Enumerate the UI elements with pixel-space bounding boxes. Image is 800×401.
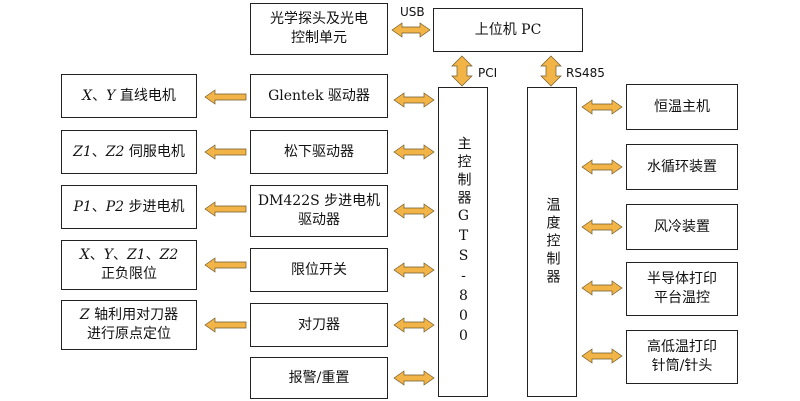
thermostat-label: 恒温主机 [654, 98, 710, 115]
high-low-arrow [581, 348, 623, 364]
sep: 、 [92, 87, 107, 104]
alarm-reset-box: 报警/重置 [250, 357, 388, 399]
alarm-reset-label: 报警/重置 [288, 369, 350, 386]
dm422s-arrow [393, 203, 435, 219]
tool-setter-box: 对刀器 [250, 303, 388, 347]
usb-label: USB [400, 5, 425, 19]
temp-controller-box: 温度控制器 [527, 87, 577, 397]
var-z2: Z2 [105, 143, 125, 160]
limit-text: 正负限位 [101, 266, 157, 282]
panasonic-driver-box: 松下驱动器 [250, 130, 388, 174]
panasonic-driver-label: 松下驱动器 [284, 143, 354, 160]
panasonic-arrow [393, 144, 435, 160]
glentek-driver-box: Glentek 驱动器 [250, 74, 388, 118]
limit-switch-arrow [393, 262, 435, 278]
limit-arrow [204, 257, 247, 273]
air-cooling-box: 风冷装置 [626, 204, 738, 250]
water-cycle-label: 水循环装置 [647, 158, 717, 175]
var-z2: Z2 [159, 247, 179, 263]
optical-probe-unit-box: 光学探头及光电 控制单元 [250, 3, 388, 55]
z-origin-line1: Z 轴利用对刀器 [80, 306, 178, 325]
pci-arrow [451, 55, 473, 87]
dm422s-line2: 驱动器 [298, 212, 340, 228]
usb-arrow [391, 22, 431, 38]
dm422s-line1: DM422S 步进电机 [257, 193, 381, 209]
z-text: 伺服电机 [128, 143, 185, 160]
var-y: Y [103, 247, 113, 263]
semi-print-line2: 平台温控 [654, 290, 710, 306]
air-arrow [581, 219, 623, 235]
z-origin-box: Z 轴利用对刀器 进行原点定位 [61, 300, 197, 350]
glentek-arrow [393, 92, 435, 108]
z-origin-arrow [204, 317, 247, 333]
xy-motor-arrow [204, 89, 247, 105]
host-pc-label: 上位机 PC [474, 21, 542, 38]
limit-switch-label: 限位开关 [291, 261, 347, 278]
semi-print-box: 半导体打印 平台温控 [626, 262, 738, 316]
limit-switch-box: 限位开关 [250, 248, 388, 292]
water-cycle-box: 水循环装置 [626, 144, 738, 190]
water-arrow [581, 159, 623, 175]
sep: 、 [89, 247, 104, 263]
var-p2: P2 [105, 198, 125, 215]
xy-text: 直线电机 [119, 87, 176, 104]
z-origin-text1: 轴利用对刀器 [94, 307, 179, 323]
sep: 、 [145, 247, 160, 263]
tool-setter-arrow [393, 317, 435, 333]
optical-probe-unit-label: 光学探头及光电 控制单元 [270, 11, 368, 46]
z-origin-line2: 进行原点定位 [87, 326, 171, 342]
p-stepper-motor-label: P1、P2 步进电机 [73, 198, 184, 217]
z-motor-arrow [204, 144, 247, 160]
sep: 、 [91, 198, 106, 215]
semi-arrow [581, 280, 623, 296]
p-motor-arrow [204, 201, 247, 217]
high-low-print-box: 高低温打印 针筒/针头 [626, 330, 738, 384]
main-controller-box: 主控制器GTS-800 [438, 87, 488, 397]
thermostat-box: 恒温主机 [626, 84, 738, 130]
var-z1: Z1 [73, 143, 92, 160]
sep: 、 [112, 247, 127, 263]
dm422s-driver-box: DM422S 步进电机 驱动器 [250, 185, 388, 237]
main-controller-label: 主控制器GTS-800 [455, 136, 472, 348]
z-servo-motor-label: Z1、Z2 伺服电机 [73, 143, 185, 162]
limit-position-box: X、Y、Z1、Z2 正负限位 [61, 240, 197, 290]
glentek-driver-label: Glentek 驱动器 [268, 87, 370, 104]
tool-setter-label: 对刀器 [298, 316, 340, 333]
var-p1: P1 [73, 198, 92, 215]
z-servo-motor-box: Z1、Z2 伺服电机 [61, 130, 197, 174]
sep: 、 [91, 143, 106, 160]
xy-linear-motor-box: X、Y 直线电机 [61, 74, 197, 118]
p-text: 步进电机 [128, 198, 185, 215]
var-z: Z [79, 307, 90, 323]
p-stepper-motor-box: P1、P2 步进电机 [61, 185, 197, 229]
thermostat-arrow [581, 99, 623, 115]
host-pc-box: 上位机 PC [433, 8, 583, 52]
var-z1: Z1 [126, 247, 146, 263]
high-low-line1: 高低温打印 [647, 339, 717, 355]
temp-controller-label: 温度控制器 [544, 197, 561, 287]
semi-print-line1: 半导体打印 [647, 271, 717, 287]
xy-linear-motor-label: X、Y 直线电机 [82, 87, 176, 106]
var-x: X [79, 247, 90, 263]
pci-label: PCI [478, 66, 498, 80]
var-y: Y [106, 87, 116, 104]
limit-vars-line: X、Y、Z1、Z2 [80, 246, 179, 265]
air-cooling-label: 风冷装置 [654, 218, 710, 235]
alarm-arrow [393, 370, 435, 386]
rs485-label: RS485 [566, 66, 605, 80]
var-x: X [82, 87, 93, 104]
high-low-line2: 针筒/针头 [651, 358, 713, 374]
rs485-arrow [540, 55, 562, 87]
